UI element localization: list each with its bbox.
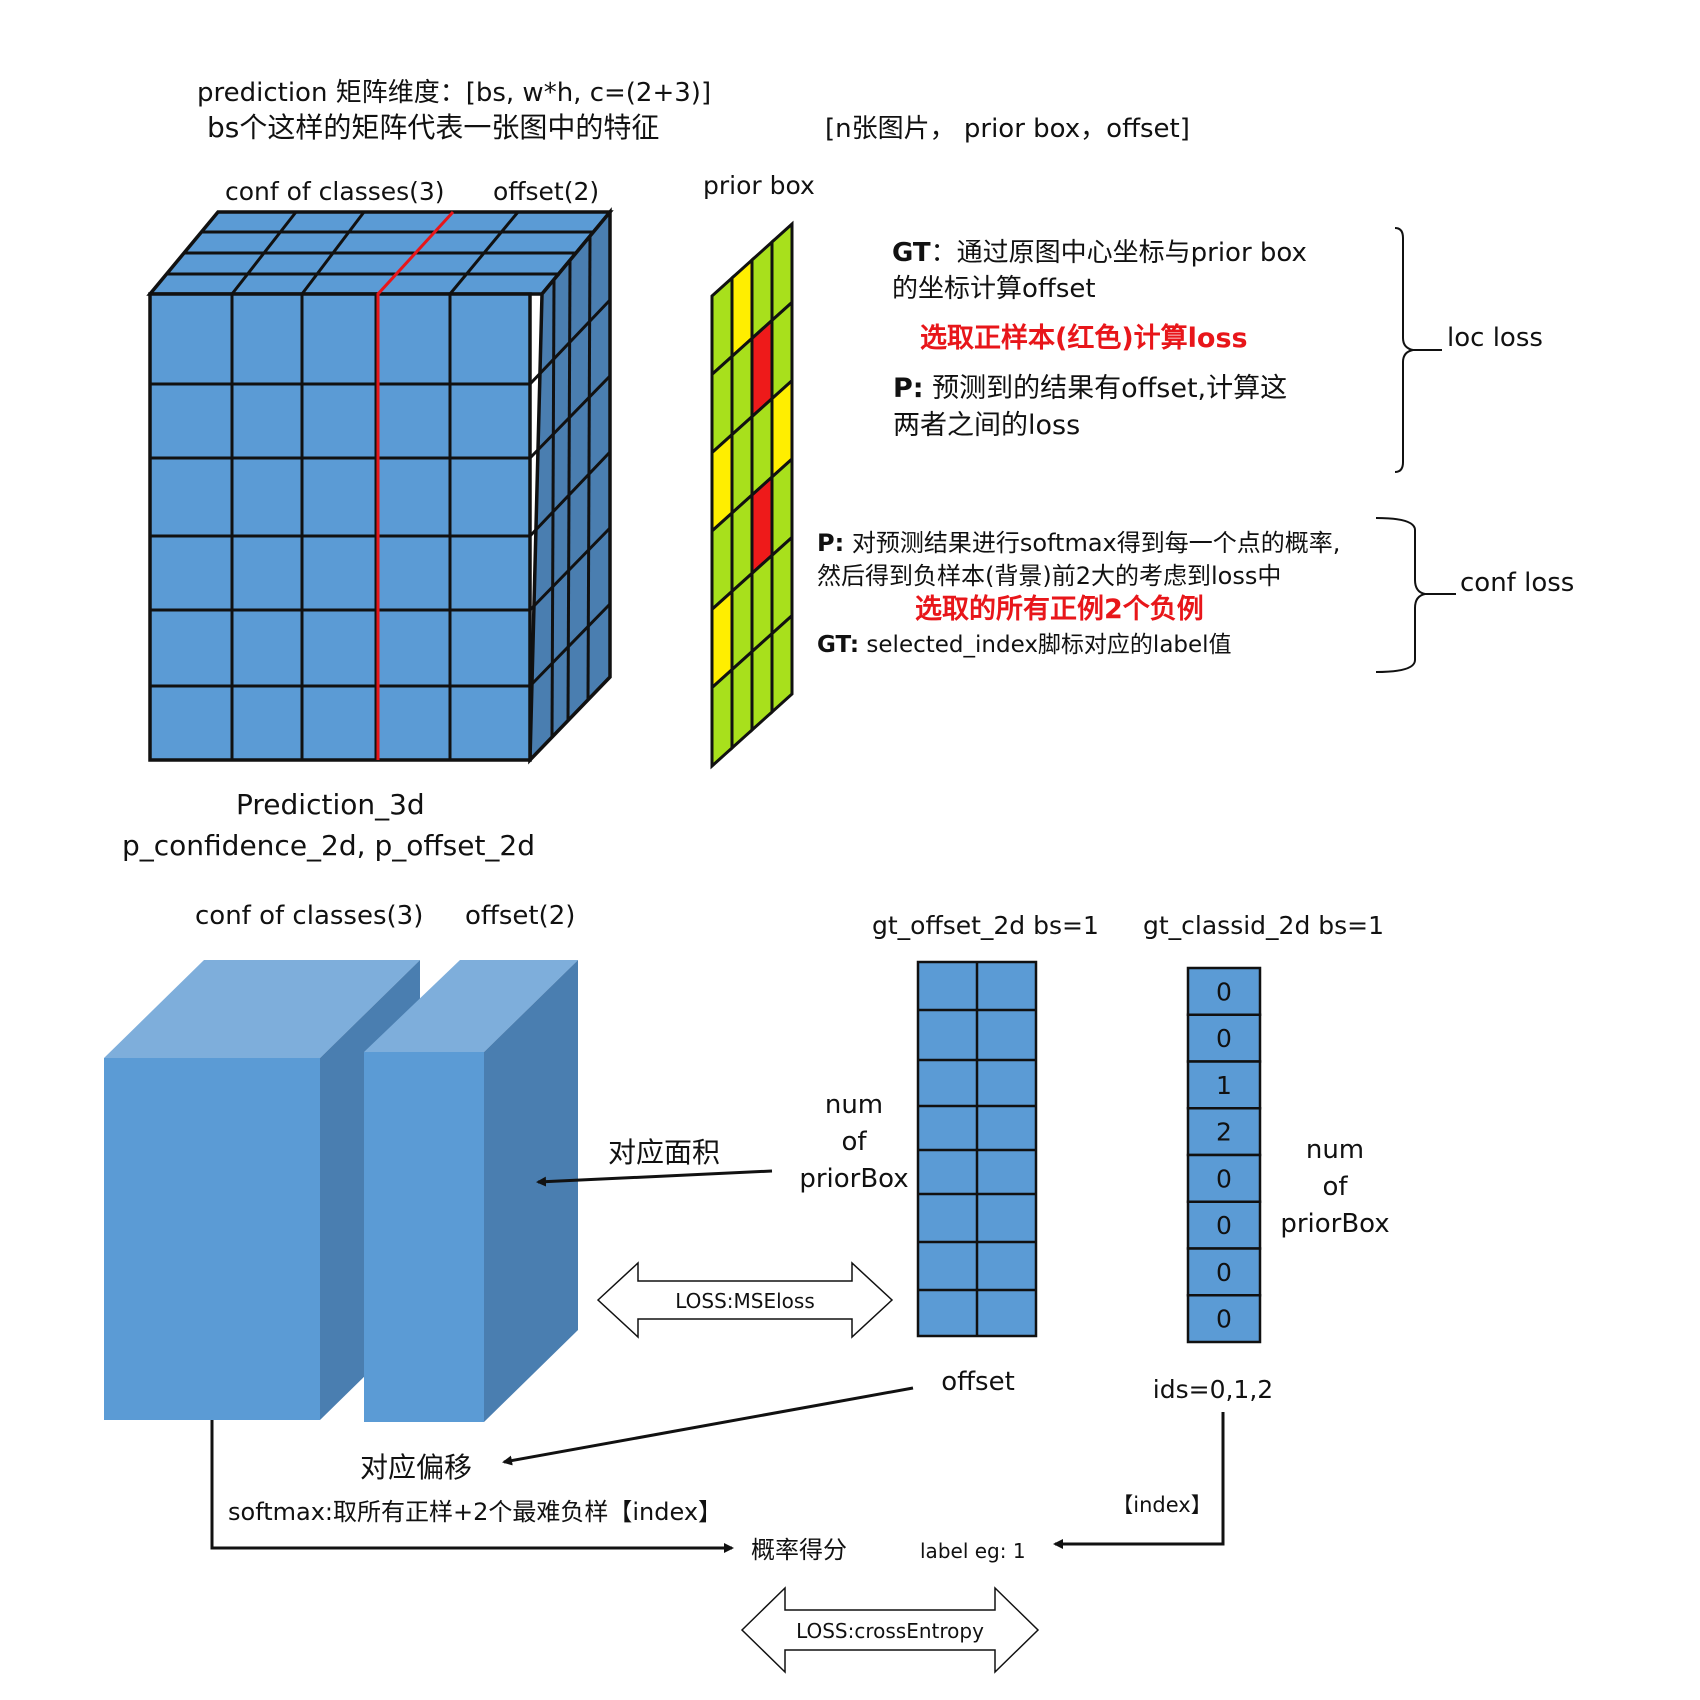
classid-value: 0: [1216, 1305, 1232, 1334]
loc-gt-line-2: 的坐标计算offset: [892, 274, 1096, 304]
prior-cell-green: [770, 612, 794, 716]
gt-classid-table: 0 0 1 2 0 0 0 0: [1186, 966, 1262, 1344]
cube-caption-1: Prediction_3d: [236, 788, 425, 821]
classid-cell: [1186, 1294, 1262, 1344]
softmax-label: softmax:取所有正样+2个最难负样【index】: [228, 1498, 722, 1526]
conf-block-front: [104, 1058, 320, 1420]
classid-cell: [1186, 1200, 1262, 1250]
loc-red-line: 选取正样本(红色)计算loss: [920, 322, 1248, 354]
classid-value: 0: [1216, 977, 1232, 1006]
classid-value: 0: [1216, 1164, 1232, 1193]
bottom-offset-label: offset(2): [465, 901, 575, 931]
top-conf-label: conf of classes(3): [225, 177, 445, 206]
cube-front-face: [148, 292, 532, 762]
area-label: 对应面积: [608, 1136, 720, 1169]
offset-block-top: [364, 960, 578, 1052]
num-priorbox-left: num of priorBox: [799, 1090, 908, 1194]
header-line-1: prediction 矩阵维度：[bs, w*h, c=(2+3)]: [197, 78, 711, 108]
prior-cell-green: [750, 630, 774, 734]
conf-p-line-2: 然后得到负样本(背景)前2大的考虑到loss中: [817, 562, 1281, 590]
loc-loss-label: loc loss: [1447, 323, 1543, 353]
ids-label: ids=0,1,2: [1153, 1375, 1273, 1404]
prior-cell-green: [710, 666, 734, 770]
svg-text:num: num: [1306, 1135, 1364, 1165]
offset-caption: offset: [941, 1367, 1015, 1397]
offset-arrow: [502, 1386, 914, 1466]
classid-cell: [1186, 1060, 1262, 1110]
classid-cell: [1186, 1153, 1262, 1203]
svg-text:priorBox: priorBox: [1280, 1209, 1389, 1239]
cross-entropy-arrow: [740, 1586, 1040, 1674]
offset-block-side: [484, 960, 578, 1422]
loc-brace: [1394, 227, 1414, 473]
conf-gt-line: GT: selected_index脚标对应的label值: [817, 632, 1232, 658]
svg-text:of: of: [841, 1127, 867, 1157]
mse-loss-arrow: [596, 1261, 894, 1339]
classid-cell: [1186, 1013, 1262, 1063]
classid-value: 1: [1216, 1071, 1232, 1100]
area-arrow: [536, 1169, 773, 1187]
loc-loss-block: GT：通过原图中心坐标与prior box 的坐标计算offset 选取正样本(…: [892, 227, 1543, 473]
num-priorbox-right: num of priorBox: [1280, 1135, 1389, 1239]
offset-shift-label: 对应偏移: [360, 1451, 472, 1484]
svg-text:num: num: [825, 1090, 883, 1120]
gt-classid-title: gt_classid_2d bs=1: [1143, 911, 1384, 940]
prediction-3d-cube: [146, 207, 614, 765]
cross-entropy-label: LOSS:crossEntropy: [796, 1619, 984, 1643]
prior-box-label: prior box: [703, 171, 815, 200]
cube-highlight-line: [376, 210, 455, 760]
conf-block-top: [104, 960, 420, 1058]
prob-label: 概率得分: [751, 1536, 847, 1564]
header-line-2: bs个这样的矩阵代表一张图中的特征: [207, 111, 659, 144]
label-arrow: [1053, 1412, 1225, 1549]
loc-gt-line-1: GT：通过原图中心坐标与prior box: [892, 238, 1307, 268]
softmax-arrow: [210, 1420, 734, 1553]
classid-cell: [1186, 966, 1262, 1016]
conf-red-line: 选取的所有正例2个负例: [915, 593, 1204, 625]
classid-value: 0: [1216, 1258, 1232, 1287]
classid-value: 0: [1216, 1024, 1232, 1053]
classid-value: 2: [1216, 1118, 1232, 1147]
gt-offset-table: [916, 960, 1038, 1338]
offset-block-front: [364, 1052, 484, 1422]
offset-block-3d: [364, 960, 578, 1422]
top-offset-label: offset(2): [493, 177, 599, 206]
prior-cell-green: [730, 648, 754, 752]
header-right: [n张图片， prior box，offset]: [825, 114, 1190, 144]
conf-p-line-1: P: 对预测结果进行softmax得到每一个点的概率,: [817, 529, 1340, 557]
conf-loss-block: P: 对预测结果进行softmax得到每一个点的概率, 然后得到负样本(背景)前…: [817, 517, 1574, 673]
label-eg: label eg: 1: [920, 1539, 1026, 1563]
gt-offset-title: gt_offset_2d bs=1: [872, 911, 1099, 940]
classid-value: 0: [1216, 1211, 1232, 1240]
mse-loss-label: LOSS:MSEloss: [675, 1289, 815, 1313]
conf-loss-label: conf loss: [1460, 568, 1574, 598]
bottom-conf-label: conf of classes(3): [195, 901, 423, 931]
cube-caption-2: p_confidence_2d, p_offset_2d: [122, 829, 535, 862]
loc-p-line-1: P: 预测到的结果有offset,计算这: [893, 373, 1287, 404]
classid-cell: [1186, 1247, 1262, 1297]
svg-text:priorBox: priorBox: [799, 1164, 908, 1194]
cube-grid-lines: [150, 211, 612, 760]
conf-brace: [1375, 517, 1426, 673]
svg-text:of: of: [1322, 1172, 1348, 1202]
prior-box-grid: [710, 220, 794, 770]
loc-p-line-2: 两者之间的loss: [893, 410, 1080, 441]
index-label: 【index】: [1112, 1493, 1211, 1517]
